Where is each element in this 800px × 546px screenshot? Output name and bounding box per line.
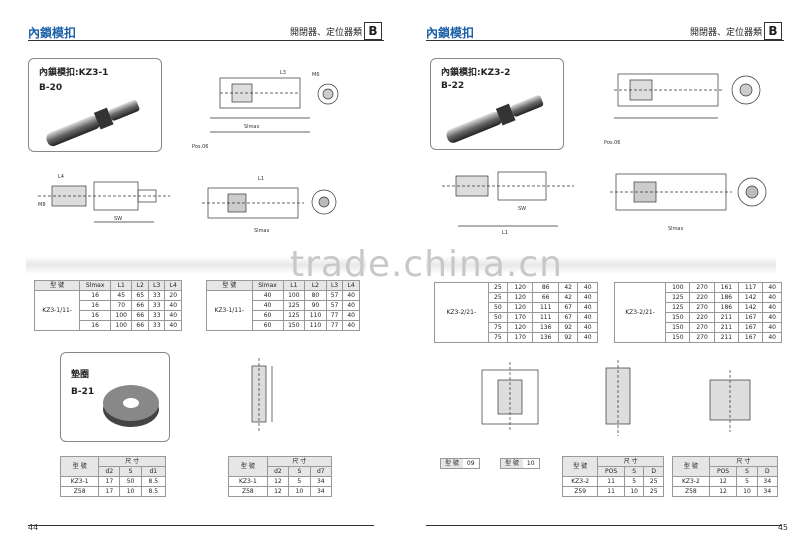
page-header: 內鎖模扣 開閉器、定位器類 B bbox=[426, 22, 784, 41]
slmax-label: Slmax bbox=[244, 124, 259, 130]
th-slmax: Slmax bbox=[79, 280, 111, 291]
th-model: 型 號 bbox=[206, 280, 253, 291]
technical-drawing-top: Pos.06 bbox=[604, 73, 761, 146]
th-model: 型 號 bbox=[59, 456, 100, 477]
product-card: 內鎖模扣:KZ3-1 B-20 bbox=[28, 58, 162, 152]
model-cell: KZ3-1/11- bbox=[33, 290, 81, 331]
header-subtitle: 開閉器、定位器類 bbox=[289, 28, 362, 38]
model-cell: KZ3-1/11- bbox=[206, 290, 253, 331]
sw-label: SW bbox=[114, 216, 122, 222]
technical-drawing-section: Slmax bbox=[610, 173, 767, 232]
product-photo bbox=[446, 95, 544, 143]
slmax-label: Slmax bbox=[668, 226, 683, 232]
washer-code: B-21 bbox=[71, 387, 95, 397]
m8-label: M8 bbox=[38, 202, 46, 208]
header-title: 內鎖模扣 bbox=[426, 26, 475, 40]
technical-drawing-section: Slmax L1 bbox=[202, 176, 337, 234]
left-page: 內鎖模扣 開閉器、定位器類 B 內鎖模扣:KZ3-1 B-20 Pos.06 S… bbox=[0, 0, 392, 546]
section-badge: B bbox=[764, 22, 782, 40]
product-name: 內鎖模扣:KZ3-2 bbox=[441, 68, 511, 78]
th-size: 尺 寸 bbox=[597, 456, 664, 467]
washer-photo bbox=[103, 385, 159, 427]
l1-label: L1 bbox=[502, 230, 508, 236]
washer-drawing bbox=[251, 358, 273, 432]
th-model: 型 號 bbox=[228, 456, 268, 477]
washer-drawing bbox=[709, 370, 751, 432]
watermark: trade.china.cn bbox=[290, 244, 563, 285]
th-l1: L1 bbox=[109, 280, 133, 291]
m6-label: M6 bbox=[312, 72, 320, 78]
model-cell: KZ3-2/21- bbox=[434, 282, 489, 343]
th-size: 尺 寸 bbox=[266, 456, 333, 467]
pin-drawing bbox=[605, 360, 631, 436]
page-header: 內鎖模扣 開閉器、定位器類 B bbox=[28, 22, 384, 41]
th-l2: L2 bbox=[131, 280, 149, 291]
th-size: 尺 寸 bbox=[98, 456, 166, 467]
pos-label: Pos.06 bbox=[192, 144, 208, 150]
washer-name: 墊圈 bbox=[71, 370, 90, 380]
technical-drawing-side: SW L1 bbox=[442, 171, 574, 236]
product-card: 內鎖模扣:KZ3-2 B-22 bbox=[430, 58, 564, 150]
section-badge: B bbox=[364, 22, 382, 40]
th-l3: L3 bbox=[147, 280, 166, 291]
th-model: 型 號 bbox=[561, 456, 599, 477]
product-code: B-20 bbox=[39, 83, 63, 93]
model-cell: KZ3-2/21- bbox=[613, 282, 667, 343]
technical-drawing-top: Pos.06 Slmax L3 M6 bbox=[192, 70, 339, 150]
product-code: B-22 bbox=[441, 81, 465, 91]
product-name: 內鎖模扣:KZ3-1 bbox=[39, 68, 109, 78]
pos-label: Pos.06 bbox=[604, 140, 620, 146]
right-page: 內鎖模扣 開閉器、定位器類 B 內鎖模扣:KZ3-2 B-22 Pos.06 bbox=[408, 0, 800, 546]
product-photo bbox=[46, 100, 140, 147]
page-number: 44 bbox=[28, 523, 39, 532]
washer-card: 墊圈 B-21 bbox=[60, 352, 170, 442]
slmax-label-2: Slmax bbox=[254, 228, 269, 234]
l3-label: L3 bbox=[280, 70, 286, 76]
th-slmax: Slmax bbox=[251, 280, 284, 291]
technical-drawing-side: M8 SW L4 bbox=[38, 174, 170, 223]
header-subtitle: 開閉器、定位器類 bbox=[689, 28, 762, 38]
bushing-drawing bbox=[481, 362, 539, 432]
th-size: 尺 寸 bbox=[708, 456, 779, 467]
page-number: 45 bbox=[777, 523, 788, 532]
header-title: 內鎖模扣 bbox=[28, 26, 77, 40]
th-model: 型 號 bbox=[33, 280, 81, 291]
l1-label: L1 bbox=[258, 176, 264, 182]
th-model: 型 號 bbox=[672, 456, 710, 477]
sw-label: SW bbox=[518, 206, 526, 212]
th-l4: L4 bbox=[164, 280, 182, 291]
l4-label: L4 bbox=[58, 174, 64, 180]
